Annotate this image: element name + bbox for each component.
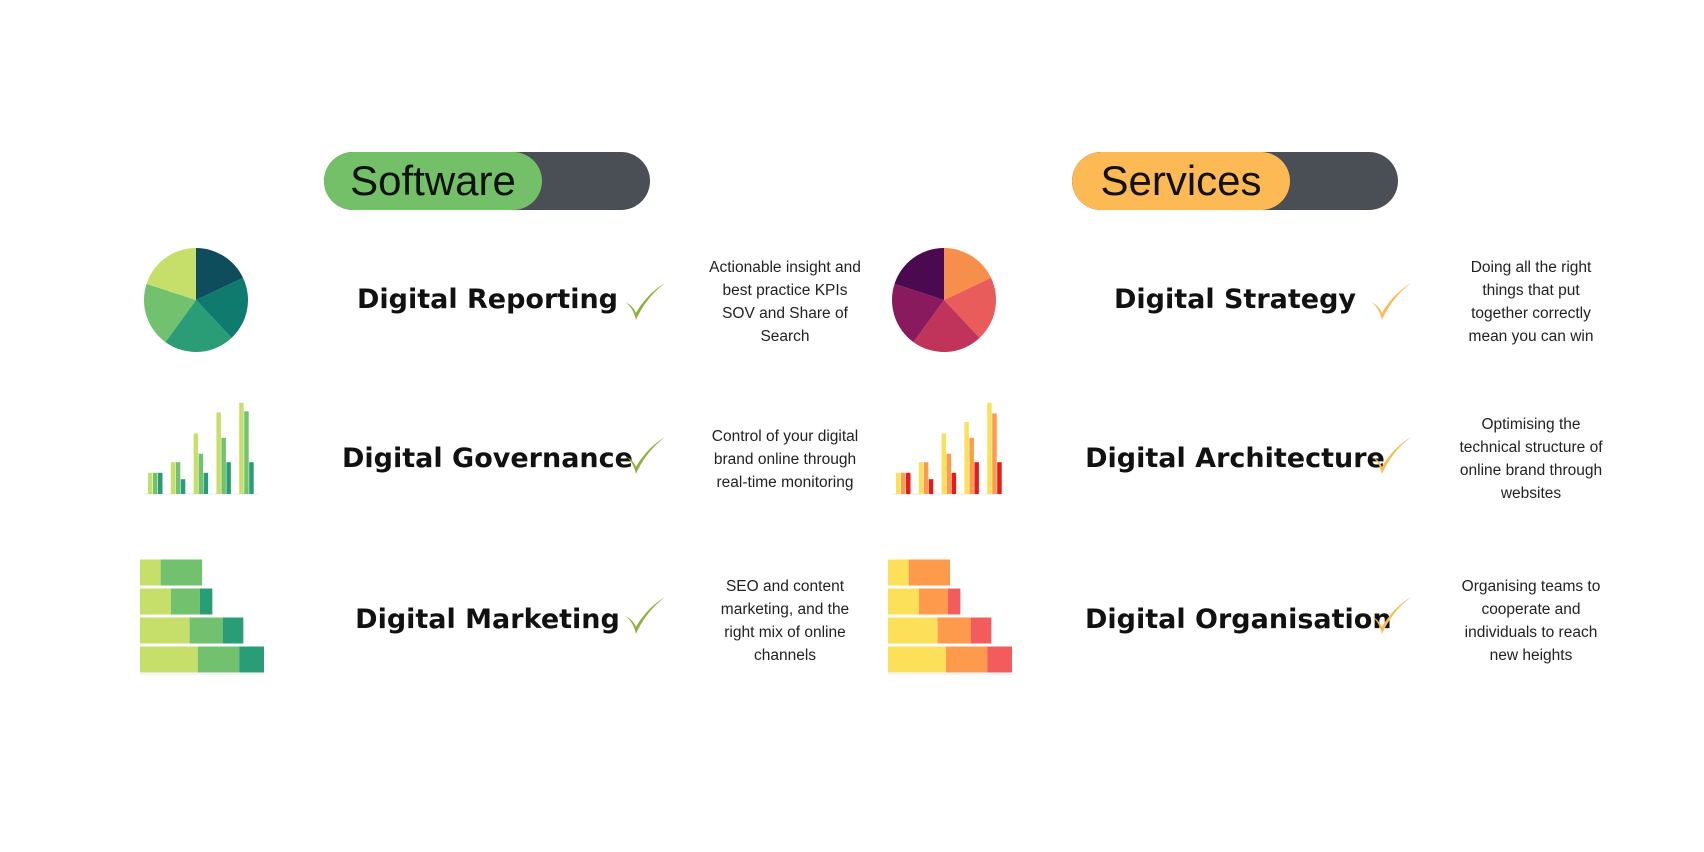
bar [153,472,158,494]
stacked-bar-segment [140,646,198,673]
bar [244,411,249,494]
stacked-bar-segment [888,559,909,586]
software-pill: Software [324,152,650,210]
stacked-bar-segment [945,646,988,673]
bar [226,462,231,494]
bar [906,472,911,494]
bar [923,462,929,494]
bar [987,402,992,494]
bar [946,453,952,494]
pie-slice [892,283,944,343]
bar [928,479,934,494]
stacked-bar-segment [908,559,950,586]
bar [918,462,924,494]
stacked-bar-segment [160,559,202,586]
stacked-bar-segment [140,559,161,586]
software-label: Software [350,157,516,204]
bar [964,421,969,494]
services-pill: Services [1072,152,1398,210]
bar [974,462,979,494]
software-pie-chart [144,248,248,352]
bar [180,479,186,494]
bar [170,462,176,494]
stacked-bar-segment [189,617,223,644]
stacked-bar-segment [171,588,200,615]
feature-title-digital-reporting: Digital Reporting [356,284,619,315]
feature-title-digital-marketing: Digital Marketing [355,604,620,635]
description-digital-organisation: Organising teams to cooperate and indivi… [1461,578,1601,664]
stacked-bar-segment [970,617,992,644]
pie-slice [944,277,996,338]
pie-slice [165,300,232,352]
pie-slice [913,300,980,352]
check-icon [625,283,665,320]
stacked-bar-segment [888,617,938,644]
software-pill-fill: Software [324,152,542,210]
stacked-bar-segment [140,617,190,644]
stacked-bar-segment [987,646,1012,673]
bar [901,472,906,494]
check-icon [625,437,665,474]
stacked-bar-segment [919,588,948,615]
bar [203,472,209,494]
stacked-bar-segment [140,588,171,615]
stacked-bar-segment [888,646,946,673]
feature-title-digital-governance: Digital Governance [342,443,633,474]
check-icon [1371,283,1411,320]
description-digital-reporting: Actionable insight and best practice KPI… [709,259,861,345]
pie-slice [944,248,992,300]
check-icon [625,597,665,634]
bar [941,433,947,494]
bar [992,413,997,494]
bar [198,453,204,494]
bar [148,472,153,494]
bar [969,437,974,494]
software-bar-chart [144,402,258,495]
stacked-bar-segment [937,617,971,644]
pie-slice [196,277,248,338]
feature-title-digital-organisation: Digital Organisation [1085,604,1392,635]
pie-slice [144,283,196,343]
services-label: Services [1100,157,1262,204]
feature-title-digital-architecture: Digital Architecture [1085,443,1385,474]
stacked-bar-segment [888,588,919,615]
bar [249,462,254,494]
description-digital-architecture: Optimising the technical structure of on… [1459,416,1603,502]
stacked-bar-segment [947,588,961,615]
description-digital-governance: Control of your digital brand online thr… [711,428,859,491]
bar [997,462,1002,494]
stacked-bar-segment [199,588,213,615]
pie-slice [894,248,944,300]
bar [193,433,199,494]
pie-slice [146,248,196,300]
feature-title-digital-strategy: Digital Strategy [1113,284,1357,315]
bar [896,472,901,494]
bar [951,472,957,494]
services-pill-fill: Services [1072,152,1290,210]
check-icon [1371,437,1411,474]
bar [216,412,221,494]
check-icon [1371,597,1411,634]
description-digital-marketing: SEO and content marketing, and the right… [720,578,850,664]
stacked-bar-segment [239,646,264,673]
bar [239,402,244,494]
description-digital-strategy: Doing all the right things that put toge… [1468,259,1594,345]
bar [221,437,226,494]
services-bar-chart [892,402,1006,495]
stacked-bar-segment [197,646,240,673]
bar [158,472,163,494]
stacked-bar-segment [222,617,244,644]
services-pie-chart [892,248,996,352]
software-stacked-bar-chart [140,559,264,675]
services-stacked-bar-chart [888,559,1012,675]
bar [175,462,181,494]
pie-slice [196,248,244,300]
